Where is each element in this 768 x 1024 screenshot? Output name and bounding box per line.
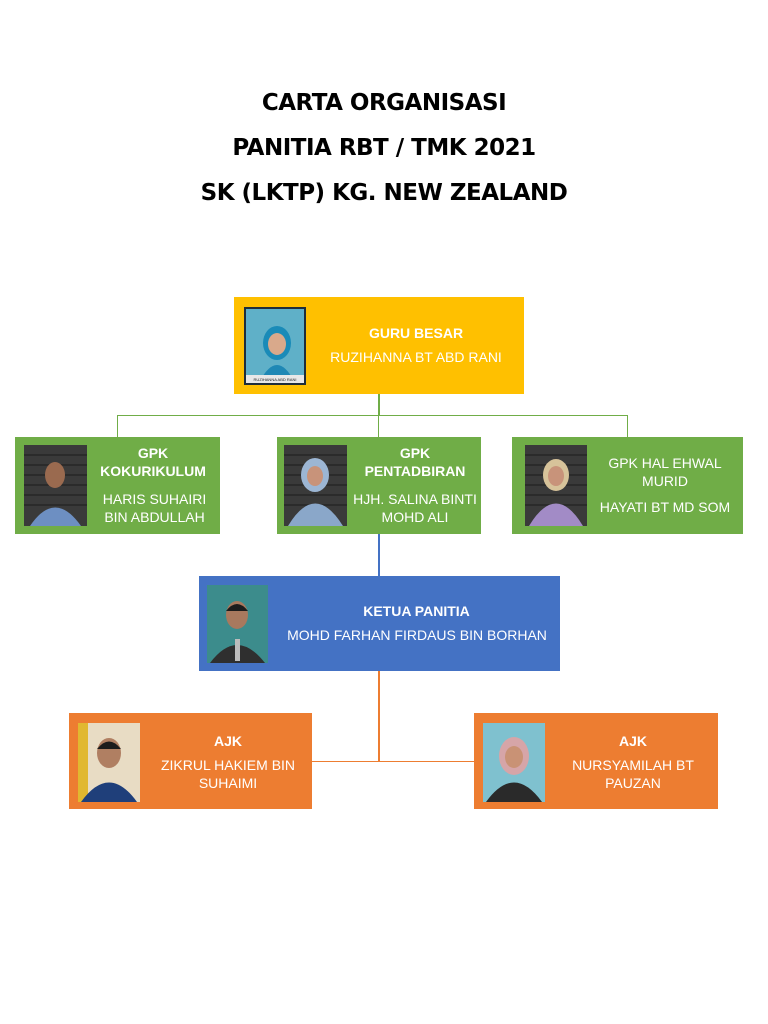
connector-pentadbiran-ketua bbox=[378, 534, 380, 576]
chart-title-line-3: SK (LKTP) KG. NEW ZEALAND bbox=[200, 180, 568, 206]
connector-gpk-center bbox=[378, 415, 379, 437]
node-gpk-kokurikulum: GPK KOKURIKULUM HARIS SUHAIRI BIN ABDULL… bbox=[15, 437, 220, 534]
person-name: HJH. SALINA BINTI MOHD ALI bbox=[353, 491, 477, 525]
person-icon bbox=[483, 723, 545, 802]
node-guru-besar: RUZIHANNA ABD RANI GURU BESAR RUZIHANNA … bbox=[234, 297, 524, 394]
person-name: NURSYAMILAH BT PAUZAN bbox=[572, 757, 694, 791]
role-label: AJK bbox=[618, 733, 647, 749]
connector-gpk-right bbox=[627, 415, 628, 437]
photo-gpk-hal-ehwal-murid bbox=[525, 445, 587, 526]
photo-caption: RUZIHANNA ABD RANI bbox=[253, 377, 297, 382]
role-label: KETUA PANITIA bbox=[363, 603, 470, 619]
role-label: GURU BESAR bbox=[368, 325, 464, 341]
photo-guru-besar: RUZIHANNA ABD RANI bbox=[244, 307, 306, 385]
chart-title-line-1: CARTA ORGANISASI bbox=[261, 90, 507, 116]
role-label: GPK KOKURIKULUM bbox=[100, 445, 206, 479]
node-gpk-hal-ehwal-murid: GPK HAL EHWAL MURID HAYATI BT MD SOM bbox=[512, 437, 743, 534]
photo-ajk-nursyamilah bbox=[483, 723, 545, 802]
role-label: GPK PENTADBIRAN bbox=[364, 445, 466, 479]
person-name: HARIS SUHAIRI BIN ABDULLAH bbox=[102, 491, 207, 525]
person-name: RUZIHANNA BT ABD RANI bbox=[330, 349, 502, 365]
photo-gpk-kokurikulum bbox=[24, 445, 87, 526]
person-icon bbox=[246, 309, 304, 383]
connector-gpk-horizontal bbox=[117, 415, 628, 416]
person-icon bbox=[24, 445, 87, 526]
person-name: HAYATI BT MD SOM bbox=[599, 499, 731, 515]
photo-ajk-zikrul bbox=[78, 723, 140, 802]
node-ajk-nursyamilah: AJK NURSYAMILAH BT PAUZAN bbox=[474, 713, 718, 809]
person-icon bbox=[525, 445, 587, 526]
connector-ketua-down bbox=[378, 671, 380, 762]
node-gpk-pentadbiran: GPK PENTADBIRAN HJH. SALINA BINTI MOHD A… bbox=[277, 437, 481, 534]
connector-gpk-left bbox=[117, 415, 118, 437]
person-name: ZIKRUL HAKIEM BIN SUHAIMI bbox=[160, 757, 296, 791]
role-label: AJK bbox=[213, 733, 242, 749]
chart-title-line-2: PANITIA RBT / TMK 2021 bbox=[232, 135, 536, 161]
node-ketua-panitia: KETUA PANITIA MOHD FARHAN FIRDAUS BIN BO… bbox=[199, 576, 560, 671]
connector-ajk-horizontal bbox=[312, 761, 475, 762]
person-icon bbox=[284, 445, 347, 526]
node-ajk-zikrul: AJK ZIKRUL HAKIEM BIN SUHAIMI bbox=[69, 713, 312, 809]
person-name: MOHD FARHAN FIRDAUS BIN BORHAN bbox=[287, 627, 547, 643]
connector-guru-besar-down bbox=[378, 394, 380, 416]
photo-gpk-pentadbiran bbox=[284, 445, 347, 526]
role-label: GPK HAL EHWAL MURID bbox=[608, 455, 722, 489]
photo-ketua-panitia bbox=[207, 585, 268, 663]
person-icon bbox=[78, 723, 140, 802]
person-icon bbox=[207, 585, 268, 663]
